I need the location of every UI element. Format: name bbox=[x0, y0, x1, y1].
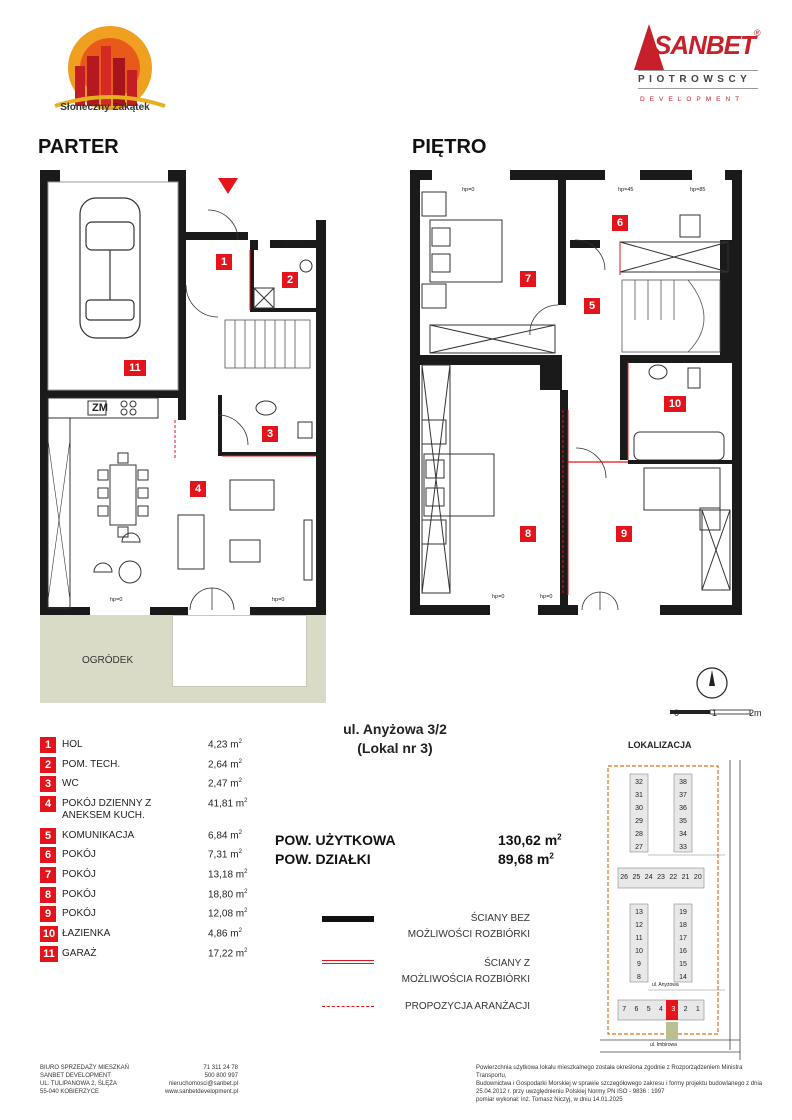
room-tag-8: 8 bbox=[520, 526, 536, 542]
scale-1: 1 bbox=[712, 708, 718, 718]
scale-0: 0 bbox=[674, 708, 680, 718]
location-map bbox=[600, 760, 741, 1060]
sanbet-logo-text: SANBET bbox=[654, 30, 756, 60]
terrace bbox=[172, 615, 307, 687]
note-hp0-up: hp=0 bbox=[462, 187, 475, 193]
usable-area-value: 130,62 m2 bbox=[498, 832, 562, 848]
location-title: LOKALIZACJA bbox=[628, 740, 692, 750]
registered-mark: ® bbox=[754, 28, 761, 38]
entrance-arrow-icon bbox=[218, 178, 238, 194]
address: ul. Anyżowa 3/2 (Lokal nr 3) bbox=[300, 720, 490, 758]
sanbet-development: DEVELOPMENT bbox=[640, 96, 745, 103]
room-tag-6: 6 bbox=[612, 215, 628, 231]
plot-area-value: 89,68 m2 bbox=[498, 851, 554, 867]
room-tag-10: 10 bbox=[664, 396, 686, 412]
note-hp0-up-b: hp=0 bbox=[492, 594, 505, 600]
sloneczny-zakatek-logo bbox=[54, 26, 166, 110]
upper-floor-title: PIĘTRO bbox=[412, 136, 487, 158]
compass-icon bbox=[696, 667, 728, 699]
ground-floor-title: PARTER bbox=[38, 136, 119, 158]
room-tag-7: 7 bbox=[520, 271, 536, 287]
sanbet-logo-triangle bbox=[634, 24, 664, 70]
note-hp0-b: hp=0 bbox=[272, 597, 285, 603]
legend-double-wall bbox=[322, 960, 374, 964]
garden-label: OGRÓDEK bbox=[82, 655, 134, 666]
room-tag-3: 3 bbox=[262, 426, 278, 442]
legend-dashed bbox=[322, 1006, 374, 1007]
loc-street-2: ul. Imbirowa bbox=[650, 1042, 677, 1048]
logo-left-text: Słoneczny Zakątek bbox=[60, 102, 150, 113]
legend-solid-wall bbox=[322, 916, 374, 922]
note-hp0-up-c: hp=0 bbox=[540, 594, 553, 600]
address-line1: ul. Anyżowa 3/2 bbox=[343, 721, 447, 737]
sanbet-subtitle: PIOTROWSCY bbox=[638, 74, 752, 85]
room-tag-1: 1 bbox=[216, 254, 232, 270]
room-tag-9: 9 bbox=[616, 526, 632, 542]
room-tag-4: 4 bbox=[190, 481, 206, 497]
legend-dashed-text: PROPOZYCJA ARANŻACJI bbox=[404, 1001, 530, 1012]
ground-floor-plan bbox=[40, 170, 326, 615]
note-hp0-a: hp=0 bbox=[110, 597, 123, 603]
logo-divider bbox=[638, 70, 758, 71]
footer-legal: Powierzchnia użytkowa lokalu mieszkalneg… bbox=[476, 1065, 763, 1103]
loc-street-1: ul. Anyżowa bbox=[652, 982, 679, 988]
address-line2: (Lokal nr 3) bbox=[357, 740, 433, 756]
upper-floor-plan bbox=[410, 170, 742, 615]
note-hp100: hp=100 bbox=[284, 240, 303, 246]
scale-2: 2m bbox=[749, 708, 762, 718]
usable-area-label: POW. UŻYTKOWA bbox=[275, 832, 396, 848]
plot-area-label: POW. DZIAŁKI bbox=[275, 851, 371, 867]
logo-divider-2 bbox=[638, 88, 758, 89]
note-zm: ZM bbox=[92, 402, 108, 414]
room-tag-11: 11 bbox=[124, 360, 146, 376]
note-hp85: hp=85 bbox=[690, 187, 706, 193]
dining-table-icon bbox=[97, 452, 149, 538]
room-tag-2: 2 bbox=[282, 272, 298, 288]
car-icon bbox=[79, 197, 141, 339]
note-hp45: hp=45 bbox=[618, 187, 634, 193]
scale-bar bbox=[670, 709, 751, 715]
room-tag-5: 5 bbox=[584, 298, 600, 314]
